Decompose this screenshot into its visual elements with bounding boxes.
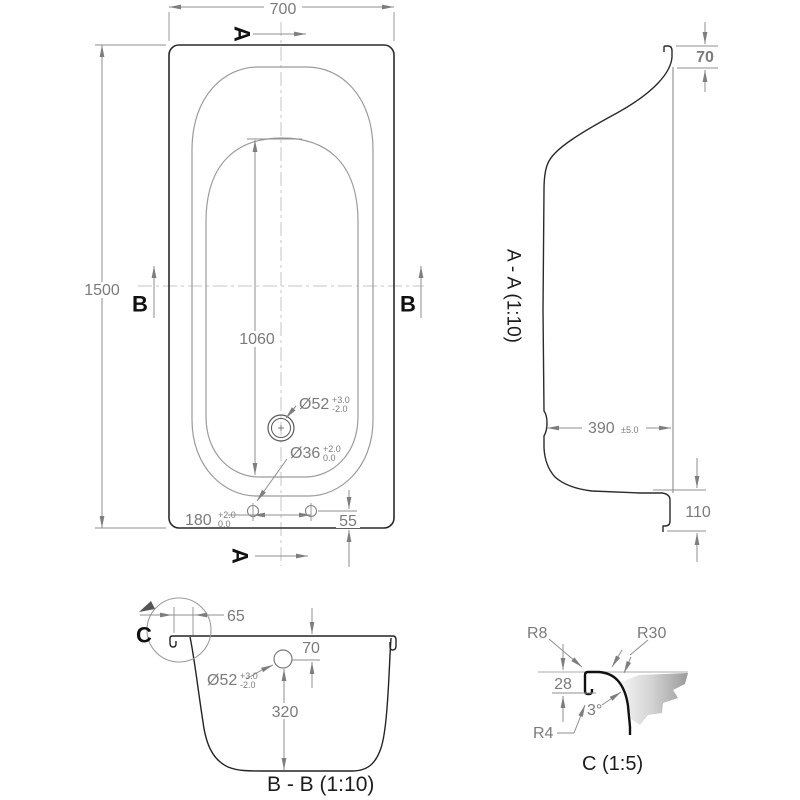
c-title: C (1:5): [582, 753, 643, 775]
drain-hole-inner: [271, 418, 291, 438]
drain-label: Ø52: [299, 396, 329, 413]
plan-outer-rim-outline: [168, 44, 395, 529]
drain-tol-bot: -2.0: [332, 404, 348, 414]
bb-hole-tol-bot: -2.0: [240, 680, 256, 690]
detail-c-direction-arrow: [139, 601, 155, 612]
c-r8-leader: [548, 638, 583, 668]
section-aa-view: 70 390 ±5.0 110 A - A (1:10): [503, 22, 718, 562]
dim-700-text-bg: [264, 1, 302, 16]
bb-dim-65-ext: [173, 607, 194, 635]
bb-hole-label: Ø52: [207, 672, 237, 689]
bb-dim-65-text: 65: [227, 608, 245, 625]
tap-hole-axis-ticks: [252, 503, 312, 521]
aa-dim-70-text: 70: [696, 49, 714, 66]
drain-hole-center-mark: [278, 425, 284, 431]
c-angle-label: 3°: [587, 702, 602, 719]
c-r30-leader: [629, 639, 649, 656]
tap-label: Ø36: [290, 445, 320, 462]
bb-rim-line: [169, 635, 397, 651]
detail-c-circle: [146, 597, 212, 663]
tap-tol-top: +2.0: [323, 444, 341, 454]
drain-tol-top: +3.0: [332, 395, 350, 405]
bb-overflow-hole: [273, 649, 293, 669]
detail-c-label: C: [136, 623, 152, 648]
c-dim-28-text: 28: [554, 676, 572, 693]
aa-dim-70-bg: [693, 49, 718, 65]
dim-180-tol-top: +2.0: [218, 510, 236, 520]
bb-dim-320-bg: [266, 703, 303, 719]
section-a-top-label: A: [230, 26, 255, 42]
dim-180-text: 180: [185, 512, 212, 529]
aa-dim-110-bg: [681, 504, 715, 520]
section-bb-view: C 65 70 Ø52 +3.0 -2.0 320 B - B (1:10): [136, 597, 397, 796]
c-r8-label: R8: [527, 625, 548, 642]
dim-55-text-bg: [336, 513, 360, 528]
c-r4-leader: [557, 704, 586, 734]
bb-dim-320-text: 320: [272, 704, 299, 721]
aa-dim-110-ext: [653, 489, 706, 532]
dim-1500-text-bg: [81, 282, 124, 298]
dim-1060-text-bg: [235, 331, 278, 347]
dim-1500-text: 1500: [84, 282, 120, 299]
bb-bowl-profile: [189, 636, 392, 772]
bb-hole-tol-top: +3.0: [240, 671, 258, 681]
bb-dim-70-bg: [299, 640, 324, 655]
dim-1500-extension-lines: [95, 44, 166, 529]
aa-dim-390-tol: ±5.0: [621, 425, 638, 435]
dim-700-extension-lines: [168, 12, 395, 41]
c-angle-leader: [601, 691, 622, 706]
aa-dim-70-ext: [676, 45, 718, 69]
drain-leader: [285, 405, 297, 419]
aa-dim-390-bg: [582, 420, 646, 435]
section-b-right-label: B: [400, 292, 416, 317]
c-r30-label: R30: [637, 625, 666, 642]
aa-profile: [542, 45, 673, 532]
c-dim-28-bg: [550, 675, 577, 690]
c-r30-arrow-1: [611, 649, 623, 668]
bb-dim-70-text: 70: [302, 640, 320, 657]
c-material-shading: [621, 673, 688, 725]
section-b-left-label: B: [132, 292, 148, 317]
tap-leader: [256, 458, 288, 502]
dim-180-tol-bot: 0.0: [218, 519, 231, 529]
dim-1060-text: 1060: [239, 331, 275, 348]
dim-55-text: 55: [339, 513, 357, 530]
detail-c-view: R8 R30 28 3° R4 C (1:5): [527, 625, 688, 775]
c-r4-label: R4: [533, 725, 554, 742]
c-rim-profile: [583, 670, 632, 735]
section-a-bottom-label: A: [228, 548, 253, 564]
aa-title: A - A (1:10): [503, 249, 524, 343]
aa-dim-390-text: 390: [588, 420, 615, 437]
drain-hole-outer: [267, 414, 295, 442]
tap-tol-bot: 0.0: [323, 453, 336, 463]
bb-title: B - B (1:10): [267, 773, 374, 796]
dim-700-text: 700: [270, 1, 297, 18]
aa-dim-110-text: 110: [685, 504, 711, 521]
bb-hole-leader: [245, 664, 274, 680]
c-r30-arrow-2: [623, 656, 632, 674]
plan-inner-rim-contour: [191, 66, 374, 497]
plan-floor-contour: [205, 137, 359, 478]
plan-view: 700 1500 1060 Ø52 +3.0 -2.0 Ø36 +2.0 0.0…: [81, 1, 424, 567]
